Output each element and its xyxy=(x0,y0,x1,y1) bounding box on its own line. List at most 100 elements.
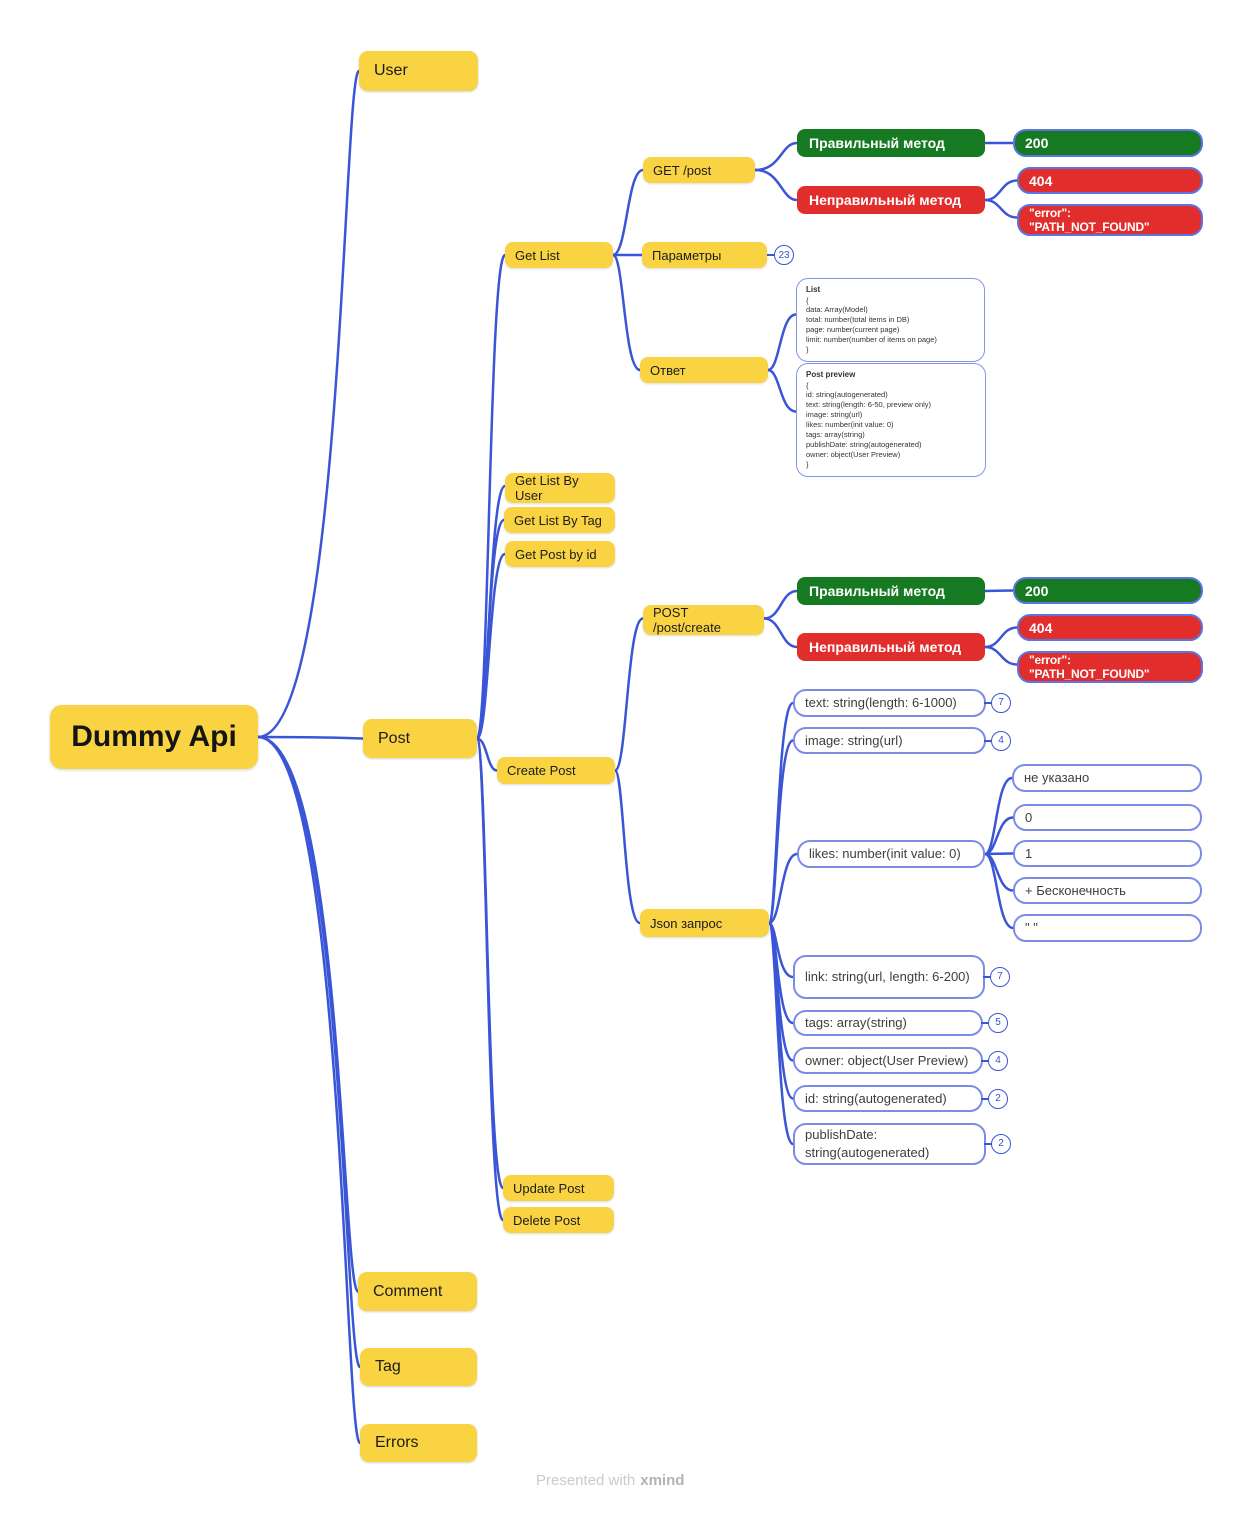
node-label: Неправильный метод xyxy=(809,192,962,208)
node-label: Get Post by id xyxy=(515,546,597,562)
node-note-preview[interactable]: Post preview{ id: string(autogenerated) … xyxy=(796,363,986,477)
node-label: Tag xyxy=(375,1358,401,1375)
node-tag[interactable]: Tag xyxy=(360,1348,477,1386)
edge-create-post-json-req xyxy=(613,769,642,925)
node-likes-1[interactable]: 1 xyxy=(1013,840,1202,867)
edge-root-tag xyxy=(256,735,362,1369)
node-label: text: string(length: 6-1000) xyxy=(805,695,957,711)
node-label: Ответ xyxy=(650,362,686,378)
node-likes-unspecified[interactable]: не указано xyxy=(1012,764,1202,792)
node-label: " " xyxy=(1025,920,1038,936)
node-get-list[interactable]: Get List xyxy=(505,242,613,268)
node-label: Errors xyxy=(375,1434,419,1451)
node-get-list-by-user[interactable]: Get List By User xyxy=(505,473,615,503)
node-label: User xyxy=(374,62,408,79)
node-get-post[interactable]: GET /post xyxy=(643,157,755,183)
node-update-post[interactable]: Update Post xyxy=(503,1175,614,1201)
node-text-field[interactable]: text: string(length: 6-1000)7 xyxy=(793,689,1011,717)
node-err2[interactable]: "error": "PATH_NOT_FOUND" xyxy=(1017,651,1203,683)
count-badge: 23 xyxy=(767,245,794,265)
node-create-post[interactable]: Create Post xyxy=(497,757,615,784)
note-title: List xyxy=(806,285,821,294)
node-s404-1[interactable]: 404 xyxy=(1017,167,1203,194)
node-label: image: string(url) xyxy=(805,732,903,748)
node-likes-inf[interactable]: + Бесконечность xyxy=(1013,877,1202,904)
node-label: Get List xyxy=(515,247,560,263)
node-nm2[interactable]: Неправильный метод xyxy=(797,633,985,661)
node-user[interactable]: User xyxy=(359,51,478,91)
node-label: link: string(url, length: 6-200) xyxy=(805,969,970,985)
node-owner-field[interactable]: owner: object(User Preview)4 xyxy=(793,1047,1008,1074)
node-pm2[interactable]: Правильный метод xyxy=(797,577,985,605)
node-root[interactable]: Dummy Api xyxy=(50,705,258,769)
note-body: { data: Array(Model) total: number(total… xyxy=(806,295,937,354)
node-post[interactable]: Post xyxy=(363,719,477,758)
edge-otvet-note-list xyxy=(766,313,798,372)
node-label: Update Post xyxy=(513,1180,585,1196)
node-label: не указано xyxy=(1024,770,1090,786)
node-note-list[interactable]: List{ data: Array(Model) total: number(t… xyxy=(796,278,985,362)
node-label: publishDate: string(autogenerated) xyxy=(805,1127,930,1160)
node-delete-post[interactable]: Delete Post xyxy=(503,1207,614,1233)
edge-pm2-s200-2 xyxy=(983,589,1015,593)
count-badge: 5 xyxy=(981,1013,1008,1033)
node-image-field[interactable]: image: string(url)4 xyxy=(793,727,1011,754)
node-id-field[interactable]: id: string(autogenerated) 2 xyxy=(793,1085,1008,1112)
node-label: Правильный метод xyxy=(809,135,945,151)
edge-likes-field-likes-1 xyxy=(983,852,1015,856)
edge-root-errors xyxy=(256,735,362,1445)
node-likes-0[interactable]: 0 xyxy=(1013,804,1202,831)
node-params[interactable]: Параметры 23 xyxy=(642,242,794,268)
node-label: Неправильный метод xyxy=(809,639,962,655)
node-tags-field[interactable]: tags: array(string) 5 xyxy=(793,1010,1008,1036)
node-pm1[interactable]: Правильный метод xyxy=(797,129,985,157)
node-s200-2[interactable]: 200 xyxy=(1013,577,1203,604)
node-label: likes: number(init value: 0) xyxy=(809,846,961,862)
edge-create-post-post-create xyxy=(613,617,645,772)
footer-text: Presented with xyxy=(536,1472,636,1489)
node-s404-2[interactable]: 404 xyxy=(1017,614,1203,641)
edge-post-get-list xyxy=(475,253,507,740)
node-label: 404 xyxy=(1029,619,1053,636)
node-label: Параметры xyxy=(652,247,722,263)
node-label: Get List By User xyxy=(515,473,579,503)
node-get-list-by-tag[interactable]: Get List By Tag xyxy=(504,507,615,533)
edge-likes-field-likes-unspecified xyxy=(983,776,1014,856)
node-label: Get List By Tag xyxy=(514,512,602,528)
note-body: { id: string(autogenerated) text: string… xyxy=(806,380,932,469)
node-label: Правильный метод xyxy=(809,583,945,599)
node-s200-1[interactable]: 200 xyxy=(1013,129,1203,157)
footer-brand: xmind xyxy=(640,1472,685,1489)
node-link-field[interactable]: link: string(url, length: 6-200) 7 xyxy=(793,955,1010,999)
count-badge: 2 xyxy=(981,1088,1008,1109)
node-label: 1 xyxy=(1025,845,1033,861)
node-json-req[interactable]: Json запрос xyxy=(640,909,769,937)
edge-json-req-image-field xyxy=(767,739,795,925)
node-comment[interactable]: Comment xyxy=(358,1272,477,1311)
node-label: tags: array(string) xyxy=(805,1015,907,1031)
count-badge: 7 xyxy=(983,967,1010,987)
node-get-post-by-id[interactable]: Get Post by id xyxy=(505,541,615,567)
node-err1[interactable]: "error": "PATH_NOT_FOUND" xyxy=(1017,204,1203,236)
node-label: id: string(autogenerated) xyxy=(805,1090,947,1106)
node-likes-field[interactable]: likes: number(init value: 0) xyxy=(797,840,985,868)
count-badge: 4 xyxy=(981,1050,1008,1071)
node-label: Create Post xyxy=(507,763,576,778)
node-label: 200 xyxy=(1025,135,1049,151)
node-nm1[interactable]: Неправильный метод xyxy=(797,186,985,214)
edge-nm1-err1 xyxy=(983,198,1019,219)
node-label: Delete Post xyxy=(513,1212,581,1228)
node-errors[interactable]: Errors xyxy=(360,1424,477,1462)
node-label: Json запрос xyxy=(650,915,723,931)
edge-post-get-post-by-id xyxy=(475,552,507,740)
edge-json-req-publish-field xyxy=(767,921,795,1146)
node-likes-empty[interactable]: " " xyxy=(1013,914,1202,942)
edge-root-user xyxy=(256,69,361,739)
node-otvet[interactable]: Ответ xyxy=(640,357,768,383)
node-label: "error": "PATH_NOT_FOUND" xyxy=(1029,206,1150,234)
node-label: + Бесконечность xyxy=(1025,882,1126,898)
node-post-create[interactable]: POST /post/create xyxy=(643,605,764,635)
node-publish-field[interactable]: publishDate: string(autogenerated)2 xyxy=(793,1123,1011,1165)
